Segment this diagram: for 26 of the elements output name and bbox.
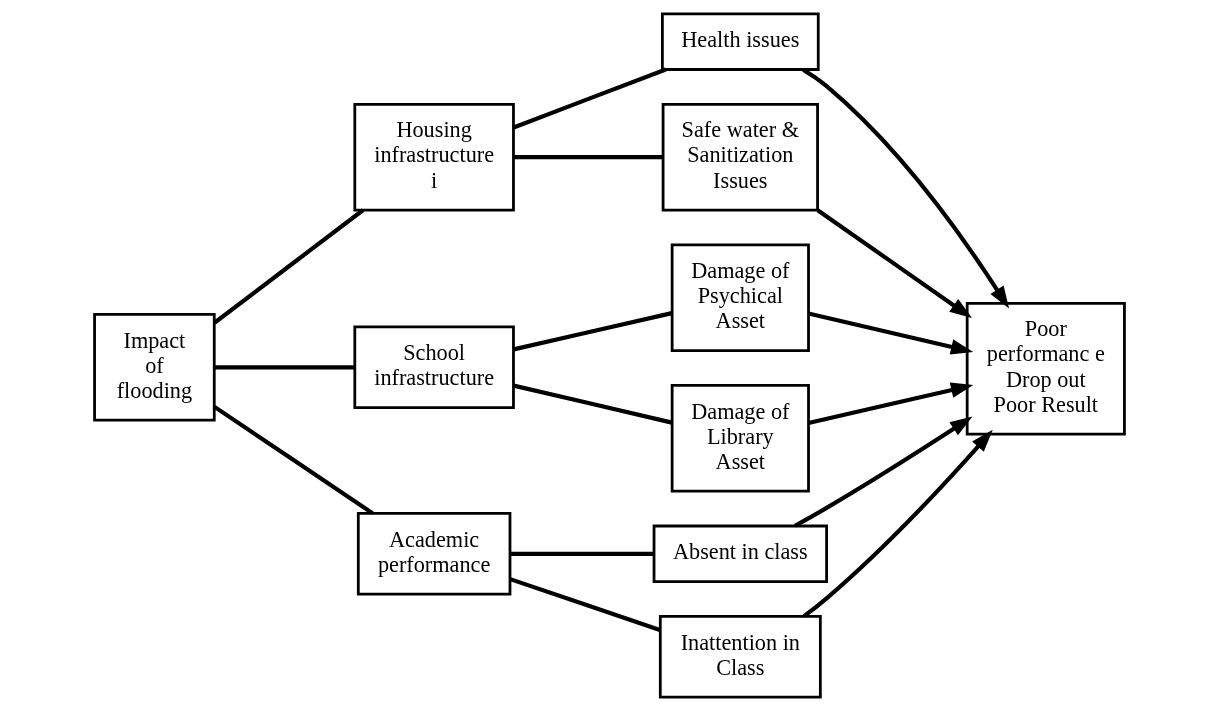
node-box: Damage of Library Asset bbox=[670, 384, 810, 493]
connector bbox=[512, 383, 672, 425]
arrow bbox=[807, 311, 973, 355]
connector bbox=[513, 155, 663, 160]
connector bbox=[212, 405, 374, 516]
arrow bbox=[816, 208, 972, 319]
node-box: Safe water & Sanitization Issues bbox=[661, 102, 819, 212]
connector bbox=[212, 208, 364, 325]
arrow bbox=[802, 429, 993, 618]
node-box: Damage of Psychical Asset bbox=[670, 243, 810, 352]
node-box: Housing infrastructure i bbox=[352, 102, 515, 212]
arrow bbox=[807, 382, 973, 425]
node-box: Impact of flooding bbox=[92, 313, 216, 422]
arrow bbox=[801, 68, 1009, 309]
node-box: Poor performanc e Drop out Poor Result bbox=[965, 301, 1126, 436]
connector bbox=[512, 311, 672, 352]
node-box: Inattention in Class bbox=[658, 615, 822, 699]
connector bbox=[508, 577, 660, 632]
node-box: Health issues bbox=[660, 12, 820, 71]
connector bbox=[512, 67, 666, 130]
arrow bbox=[793, 416, 972, 528]
node-box: School infrastructure bbox=[352, 325, 515, 410]
node-box: Academic performance bbox=[356, 512, 511, 596]
node-box: Absent in class bbox=[652, 524, 828, 584]
connector bbox=[214, 365, 355, 370]
connector bbox=[509, 551, 654, 556]
